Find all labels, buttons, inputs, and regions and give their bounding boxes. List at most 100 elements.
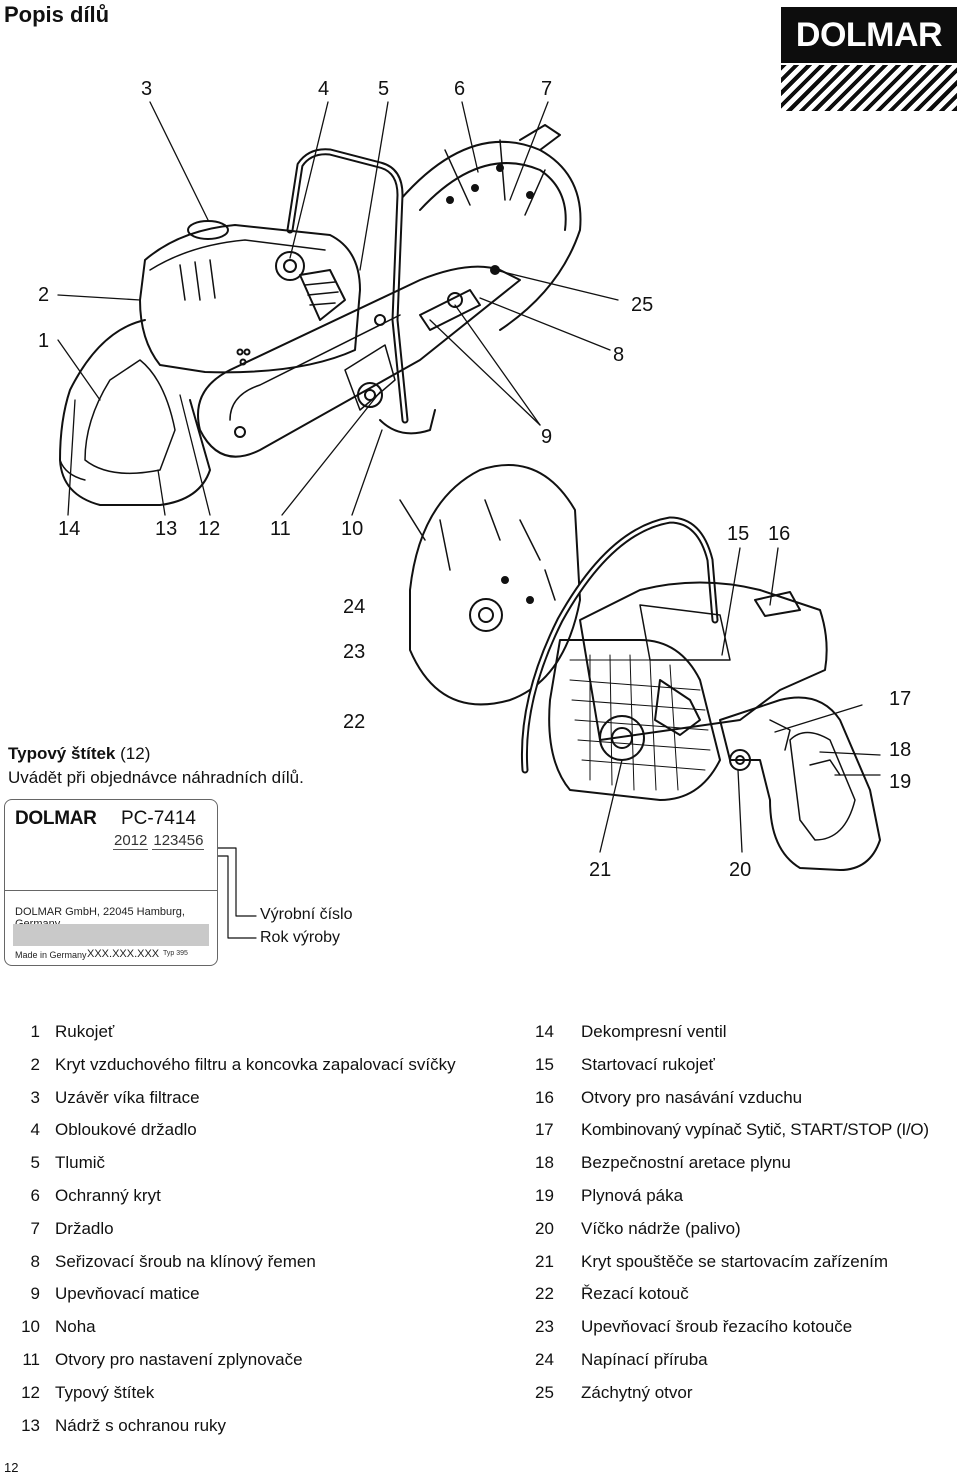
legend-number: 7 xyxy=(30,1218,40,1238)
legend-item: 6 Ochranný kryt xyxy=(0,1186,456,1219)
legend-text: Uzávěr víka filtrace xyxy=(55,1087,200,1107)
legend-number: 16 xyxy=(535,1087,554,1107)
legend-number: 22 xyxy=(535,1284,554,1304)
callout-2: 2 xyxy=(38,284,50,306)
legend-item: 25 Záchytný otvor xyxy=(535,1383,929,1416)
callout-3: 3 xyxy=(141,78,153,100)
legend-text: Nádrž s ochranou ruky xyxy=(55,1415,227,1435)
plate-model: PC-7414 xyxy=(121,808,196,829)
legend-number: 24 xyxy=(535,1349,554,1369)
plate-year: 2012 xyxy=(113,832,149,850)
legend-text: Kombinovaný vypínač Sytič, START/STOP (I… xyxy=(581,1120,929,1140)
legend-item: 16 Otvory pro nasávání vzduchu xyxy=(535,1088,929,1121)
plate-typ: Typ 395 xyxy=(163,950,188,957)
legend-item: 8 Seřizovací šroub na klínový řemen xyxy=(0,1252,456,1285)
legend-item: 24 Napínací příruba xyxy=(535,1350,929,1383)
callout-6: 6 xyxy=(454,78,466,100)
plate-serial: 123456 xyxy=(152,832,205,850)
legend-item: 19 Plynová páka xyxy=(535,1186,929,1219)
legend-number: 6 xyxy=(30,1185,40,1205)
legend-left-column: 1 Rukojeť 2 Kryt vzduchového filtru a konc… xyxy=(0,1022,456,1448)
logo-wordmark: DOLMAR xyxy=(781,7,957,63)
callout-17: 17 xyxy=(889,688,912,710)
legend-number: 20 xyxy=(535,1218,554,1238)
callout-4: 4 xyxy=(318,78,330,100)
legend-number: 23 xyxy=(535,1317,554,1337)
legend-number: 19 xyxy=(535,1185,554,1205)
callout-23: 23 xyxy=(343,641,366,663)
callout-18: 18 xyxy=(889,739,912,761)
plate-grey-bar xyxy=(13,924,209,946)
callout-14: 14 xyxy=(58,518,81,540)
legend-text: Noha xyxy=(55,1317,96,1337)
legend-text: Dekompresní ventil xyxy=(581,1022,727,1041)
legend-text: Řezací kotouč xyxy=(581,1284,689,1304)
legend-number: 2 xyxy=(30,1054,40,1074)
legend-text: Víčko nádrže (palivo) xyxy=(581,1218,741,1238)
callout-7: 7 xyxy=(541,78,553,100)
legend-number: 25 xyxy=(535,1382,554,1402)
legend-text: Plynová páka xyxy=(581,1185,684,1205)
callout-11: 11 xyxy=(270,518,291,540)
legend-number: 1 xyxy=(30,1022,40,1041)
legend-item: 3 Uzávěr víka filtrace xyxy=(0,1088,456,1121)
legend-text: Záchytný otvor xyxy=(581,1382,693,1402)
plate-made-in: Made in Germany xyxy=(15,950,87,960)
legend-number: 13 xyxy=(21,1415,40,1435)
saw-illustrations xyxy=(57,101,881,939)
legend-item: 22 Řezací kotouč xyxy=(535,1284,929,1317)
legend-text: Typový štítek xyxy=(55,1382,155,1402)
legend-text: Kryt vzduchového filtru a koncovka zapal… xyxy=(55,1054,456,1074)
saw-side-view xyxy=(59,124,582,506)
legend-number: 8 xyxy=(30,1251,40,1271)
plate-code: XXX.XXX.XXX xyxy=(87,948,160,960)
legend-text: Držadlo xyxy=(55,1218,114,1238)
legend-text: Upevňovací matice xyxy=(55,1284,200,1304)
callout-10: 10 xyxy=(341,518,364,540)
legend-item: 13 Nádrž s ochranou ruky xyxy=(0,1416,456,1449)
legend-text: Ochranný kryt xyxy=(55,1185,161,1205)
legend-item: 7 Držadlo xyxy=(0,1219,456,1252)
legend-number: 5 xyxy=(30,1153,40,1173)
callout-8: 8 xyxy=(613,344,625,366)
legend-item: 2 Kryt vzduchového filtru a koncovka zapa… xyxy=(0,1055,456,1088)
callout-22: 22 xyxy=(343,711,366,733)
plate-brand: DOLMAR xyxy=(15,808,97,829)
legend-text: Otvory pro nastavení zplynovače xyxy=(55,1349,303,1369)
legend-item: 23 Upevňovací šroub řezacího kotouče xyxy=(535,1317,929,1350)
callout-5: 5 xyxy=(378,78,390,100)
legend-text: Tlumič xyxy=(55,1153,106,1173)
legend-number: 3 xyxy=(30,1087,40,1107)
legend-number: 10 xyxy=(21,1317,40,1337)
callout-15: 15 xyxy=(727,523,750,545)
callout-19: 19 xyxy=(889,771,912,793)
callout-20: 20 xyxy=(729,859,752,881)
legend-text: Kryt spouštěče se startovacím zařízením xyxy=(581,1251,889,1271)
legend-text: Upevňovací šroub řezacího kotouče xyxy=(581,1317,853,1337)
legend-text: Otvory pro nasávání vzduchu xyxy=(581,1087,803,1107)
label-year-of-manufacture: Rok výroby xyxy=(260,929,341,946)
leader-lines-bottom xyxy=(599,547,881,853)
type-plate-heading-ref: (12) xyxy=(120,744,151,763)
page-number: 12 xyxy=(4,1460,19,1475)
leader-lines-top xyxy=(57,101,619,516)
legend-text: Rukojeť xyxy=(55,1022,115,1041)
legend-text: Napínací příruba xyxy=(581,1349,708,1369)
page-title: Popis dílů xyxy=(4,2,110,27)
legend-text: Obloukové držadlo xyxy=(55,1120,197,1140)
dolmar-logo: DOLMAR xyxy=(781,7,957,113)
legend-text: Seřizovací šroub na klínový řemen xyxy=(55,1251,316,1271)
callout-13: 13 xyxy=(155,518,178,540)
